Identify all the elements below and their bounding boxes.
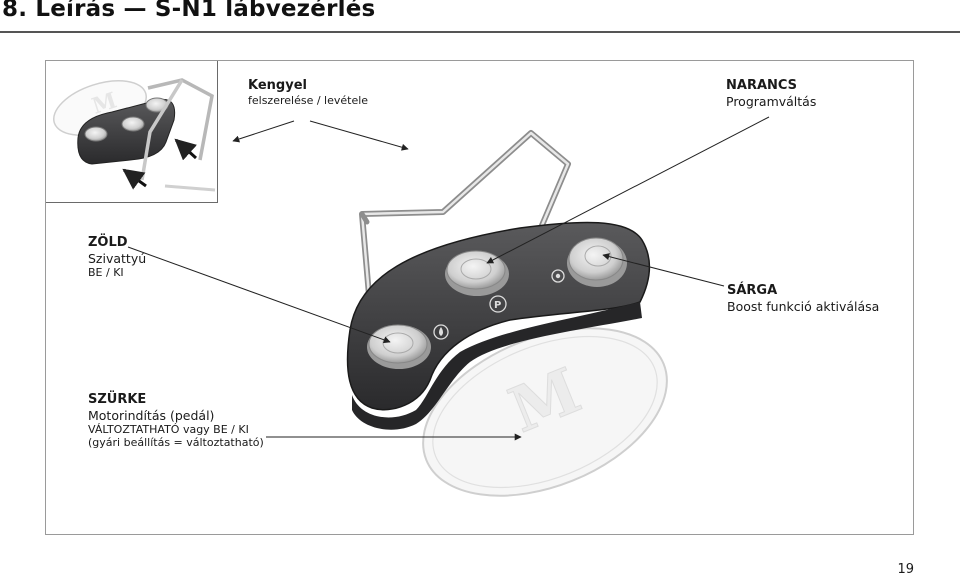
label-kengyel-title: Kengyel xyxy=(248,78,307,93)
label-szurke: SZÜRKE Motorindítás (pedál) VÁLTOZTATHAT… xyxy=(88,392,264,449)
yellow-button xyxy=(567,237,627,287)
label-sarga-desc: Boost funkció aktiválása xyxy=(727,298,880,314)
callout-zold xyxy=(127,246,391,344)
title-divider xyxy=(0,31,960,33)
p-icon: P xyxy=(489,295,507,313)
label-sarga: SÁRGA Boost funkció aktiválása xyxy=(727,283,879,314)
callout-sarga xyxy=(602,253,725,287)
label-szurke-mode: VÁLTOZTATHATÓ vagy BE / KI xyxy=(88,422,249,436)
label-zold-desc: Szivattyú xyxy=(88,250,147,266)
boost-icon xyxy=(551,269,565,283)
label-szurke-default: (gyári beállítás = változtatható) xyxy=(88,435,264,449)
inset-frame xyxy=(46,61,218,203)
label-szurke-title: SZÜRKE xyxy=(88,392,147,407)
inset-drawing: M xyxy=(53,78,216,192)
label-zold-state: BE / KI xyxy=(88,265,124,279)
svg-text:P: P xyxy=(494,300,501,311)
water-drop-icon xyxy=(433,324,449,340)
stirrup xyxy=(359,130,571,333)
callout-kengyel-right xyxy=(309,120,409,151)
callout-kengyel-left xyxy=(232,120,295,143)
label-narancs-title: NARANCS xyxy=(726,78,798,93)
label-zold: ZÖLD Szivattyú BE / KI xyxy=(88,235,146,279)
main-pedal: M xyxy=(422,327,668,497)
callout-narancs xyxy=(486,116,770,264)
label-szurke-desc: Motorindítás (pedál) xyxy=(88,407,215,423)
green-button xyxy=(367,324,431,369)
label-sarga-title: SÁRGA xyxy=(727,283,778,298)
page-number: 19 xyxy=(897,562,914,577)
label-narancs-desc: Programváltás xyxy=(726,93,817,109)
label-narancs: NARANCS Programváltás xyxy=(726,78,816,109)
figure-frame xyxy=(45,60,914,535)
callout-lines xyxy=(127,116,770,441)
label-kengyel-desc: felszerelése / levétele xyxy=(248,93,369,107)
page-title: 8. Leírás — S-N1 lábvezérlés xyxy=(2,0,376,22)
label-zold-title: ZÖLD xyxy=(88,235,128,250)
label-kengyel: Kengyel felszerelése / levétele xyxy=(248,78,368,107)
